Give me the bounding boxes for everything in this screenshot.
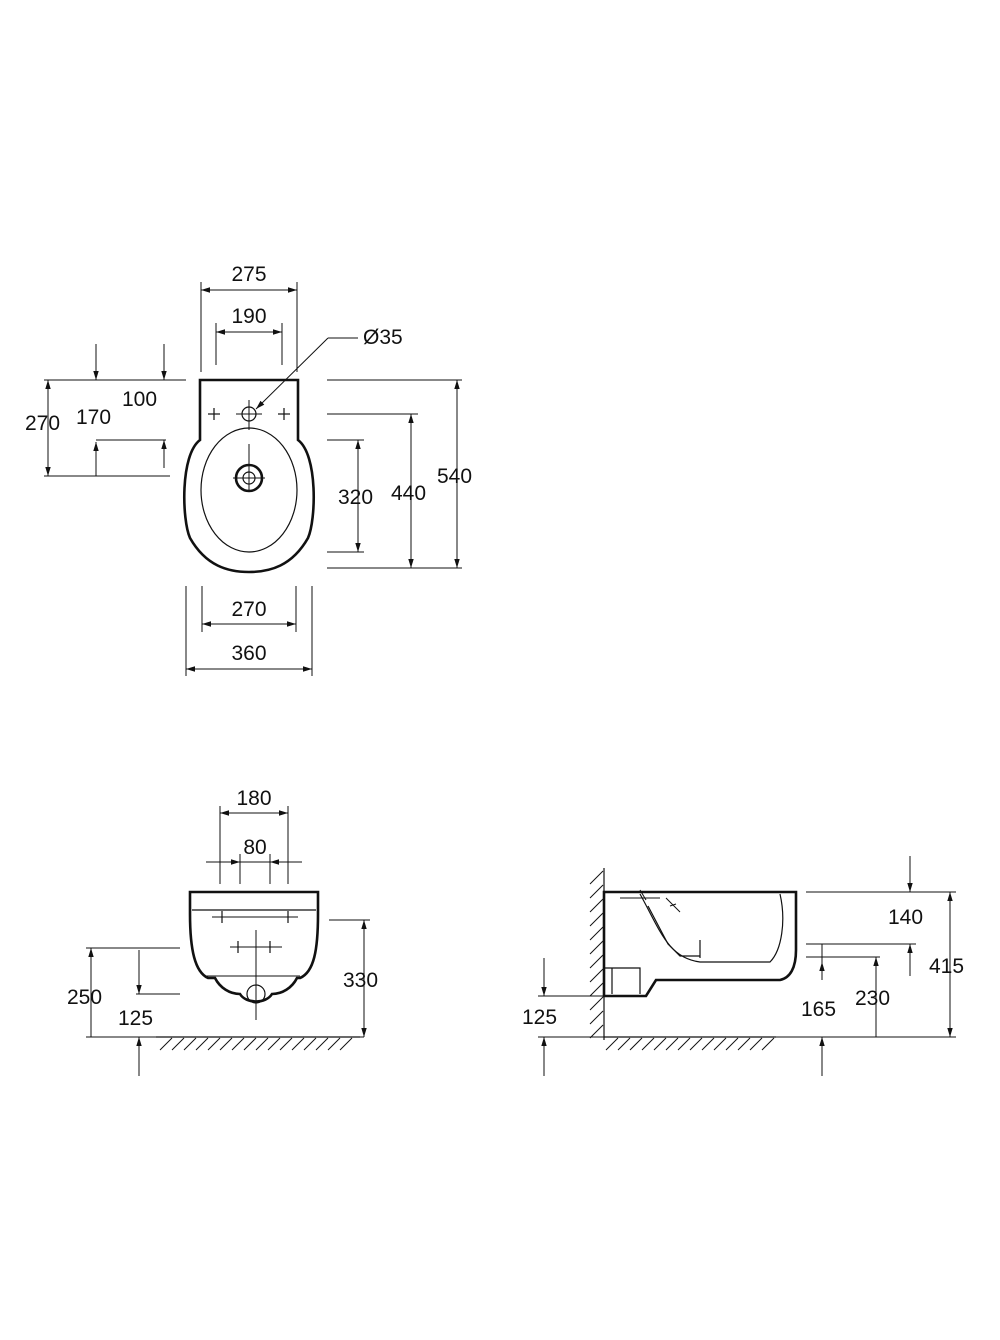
- dim-140: 140: [888, 906, 923, 929]
- dim-diameter-35: Ø35: [363, 326, 403, 349]
- dim-320: 320: [338, 486, 373, 509]
- dim-270-bottom: 270: [231, 598, 266, 621]
- dim-80: 80: [243, 836, 266, 859]
- dim-125-side: 125: [522, 1006, 557, 1029]
- dim-275: 275: [231, 263, 266, 286]
- floor-hatch-side: [605, 1037, 775, 1051]
- dim-360: 360: [231, 642, 266, 665]
- floor-hatch-front: [159, 1037, 353, 1051]
- bidet-side-outline: [602, 890, 798, 998]
- dim-540: 540: [437, 465, 472, 488]
- dim-440: 440: [391, 482, 426, 505]
- dim-170: 170: [76, 406, 111, 429]
- dim-230: 230: [855, 987, 890, 1010]
- bidet-front-outline: [188, 890, 320, 1003]
- front-view: 180 80 250 125 330: [67, 787, 378, 1076]
- fixing-cross-right: [278, 408, 290, 420]
- fixing-cross-left: [208, 408, 220, 420]
- dim-190: 190: [231, 305, 266, 328]
- dim-330: 330: [343, 969, 378, 992]
- bidet-top-outline: [183, 378, 315, 574]
- dim-250: 250: [67, 986, 102, 1009]
- dim-415: 415: [929, 955, 964, 978]
- dim-180: 180: [236, 787, 271, 810]
- dim-100: 100: [122, 388, 157, 411]
- dim-125-front: 125: [118, 1007, 153, 1030]
- side-view: 140 415 165 230 125: [522, 856, 964, 1076]
- top-view: 275 190 Ø35 270 170 100 320: [25, 263, 472, 676]
- dim-270-left: 270: [25, 412, 60, 435]
- wall-hatch: [589, 870, 604, 1039]
- dim-165: 165: [801, 998, 836, 1021]
